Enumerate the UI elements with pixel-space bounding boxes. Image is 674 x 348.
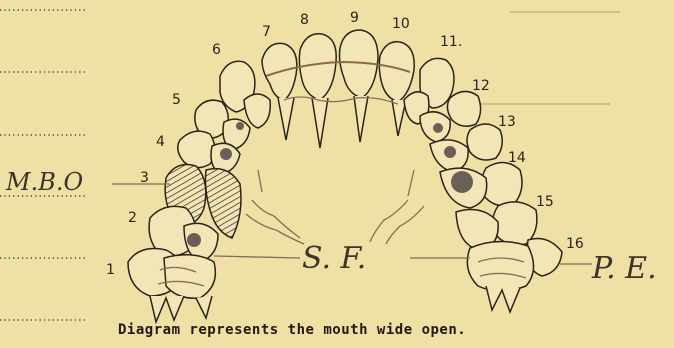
tooth-14 bbox=[481, 162, 522, 205]
left-side-teeth bbox=[128, 100, 250, 322]
tooth-9-root bbox=[354, 96, 368, 142]
upper-front-teeth bbox=[220, 30, 454, 148]
filling bbox=[187, 233, 201, 247]
faded-print-lines bbox=[470, 12, 620, 104]
filling bbox=[220, 148, 232, 160]
tooth-number-15: 15 bbox=[536, 194, 554, 210]
filling bbox=[236, 122, 244, 130]
tooth-number-12: 12 bbox=[472, 78, 490, 94]
tooth-number-9: 9 bbox=[350, 10, 359, 26]
tooth-1-lingual bbox=[164, 255, 215, 298]
filling bbox=[433, 123, 443, 133]
tooth-number-10: 10 bbox=[392, 16, 410, 32]
pointer-line-left bbox=[214, 256, 300, 258]
tooth-number-2: 2 bbox=[128, 210, 137, 226]
diagram-caption: Diagram represents the mouth wide open. bbox=[118, 322, 466, 338]
label-mbo: M.B.O bbox=[5, 168, 83, 196]
tooth-number-3: 3 bbox=[140, 170, 149, 186]
tooth-1-roots-b bbox=[196, 296, 212, 318]
label-sf: S. F. bbox=[302, 241, 366, 276]
tooth-15 bbox=[493, 202, 537, 245]
tooth-number-1: 1 bbox=[106, 262, 115, 278]
filling bbox=[444, 146, 456, 158]
tooth-number-4: 4 bbox=[156, 134, 165, 150]
pencil-stroke bbox=[370, 200, 408, 242]
tooth-4 bbox=[178, 131, 215, 167]
tooth-number-13: 13 bbox=[498, 114, 516, 130]
tooth-number-14: 14 bbox=[508, 150, 526, 166]
tooth-13 bbox=[467, 124, 502, 160]
tooth-6-side bbox=[244, 94, 270, 128]
gum-line bbox=[284, 97, 398, 104]
pencil-stroke bbox=[252, 200, 300, 238]
tooth-10-root bbox=[392, 100, 406, 136]
filling bbox=[451, 171, 473, 193]
tooth-number-11: 11. bbox=[440, 34, 462, 50]
tooth-number-5: 5 bbox=[172, 92, 181, 108]
tooth-16-roots bbox=[486, 286, 520, 312]
form-dotted-lines bbox=[0, 10, 86, 320]
pencil-stroke bbox=[258, 170, 414, 196]
tooth-12 bbox=[447, 91, 480, 126]
pencil-stroke bbox=[386, 206, 424, 244]
tooth-7-root bbox=[278, 98, 294, 140]
pencil-stroke bbox=[246, 214, 304, 244]
tooth-number-6: 6 bbox=[212, 42, 221, 58]
tooth-number-8: 8 bbox=[300, 12, 309, 28]
tooth-16-main bbox=[467, 241, 533, 291]
tooth-8-root bbox=[312, 98, 328, 148]
label-pe: P. E. bbox=[591, 251, 657, 286]
tooth-number-16: 16 bbox=[566, 236, 584, 252]
tooth-number-7: 7 bbox=[262, 24, 271, 40]
tooth-1-roots bbox=[150, 296, 184, 322]
